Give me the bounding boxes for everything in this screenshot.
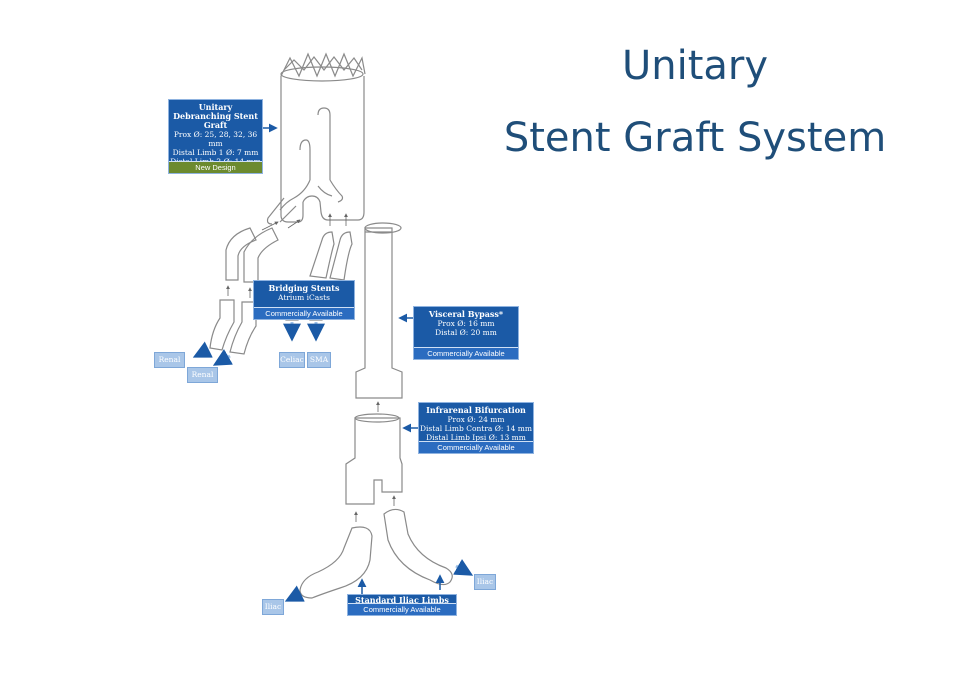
tag-celiac: Celiac [279, 352, 305, 368]
visceral-line-2: Distal Ø: 20 mm [435, 328, 497, 337]
iliac-limbs-callout: Standard Iliac Limbs Commercially Availa… [347, 594, 457, 616]
infrarenal-callout: Infrarenal Bifurcation Prox Ø: 24 mm Dis… [418, 402, 534, 454]
page-title-line-2: Stent Graft System [503, 115, 887, 161]
iliac-limbs-footer: Commercially Available [348, 603, 456, 615]
tag-iliac-left: Iliac [262, 599, 284, 615]
infrarenal-line-1: Prox Ø: 24 mm [447, 415, 505, 424]
debranching-line-1: Prox Ø: 25, 28, 32, 36 mm [173, 130, 258, 148]
debranching-line-2: Distal Limb 1 Ø: 7 mm [172, 148, 259, 157]
visceral-footer: Commercially Available [414, 347, 518, 359]
tag-renal-right: Renal [187, 367, 218, 383]
infrarenal-line-2: Distal Limb Contra Ø: 14 mm [420, 424, 532, 433]
stent-crown [280, 52, 366, 82]
debranching-title: Unitary Debranching Stent Graft [173, 102, 258, 130]
visceral-line-1: Prox Ø: 16 mm [437, 319, 495, 328]
visceral-bypass-graft [355, 222, 403, 399]
debranching-graft [266, 76, 365, 225]
visceral-title: Visceral Bypass* [428, 309, 504, 319]
visceral-callout: Visceral Bypass* Prox Ø: 16 mm Distal Ø:… [413, 306, 519, 360]
infrarenal-line-3: Distal Limb Ipsi Ø: 13 mm [426, 433, 526, 442]
debranching-footer: New Design [169, 161, 262, 173]
infrarenal-bifurcation [345, 413, 403, 505]
bridging-line-1: Atrium iCasts [278, 293, 330, 302]
iliac-limbs [299, 508, 453, 599]
tag-iliac-right: Iliac [474, 574, 496, 590]
debranching-callout: Unitary Debranching Stent Graft Prox Ø: … [168, 99, 263, 175]
iliac-limbs-title: Standard Iliac Limbs [355, 595, 449, 605]
infrarenal-title: Infrarenal Bifurcation [426, 405, 526, 415]
tag-sma: SMA [307, 352, 331, 368]
bridging-callout: Bridging Stents Atrium iCasts Commercial… [253, 280, 355, 320]
tag-renal-left: Renal [154, 352, 185, 368]
infrarenal-footer: Commercially Available [419, 441, 533, 453]
bridging-title: Bridging Stents [268, 283, 340, 293]
bridging-footer: Commercially Available [254, 307, 354, 319]
page-title-line-1: Unitary [621, 43, 769, 89]
renal-limbs [209, 227, 279, 355]
